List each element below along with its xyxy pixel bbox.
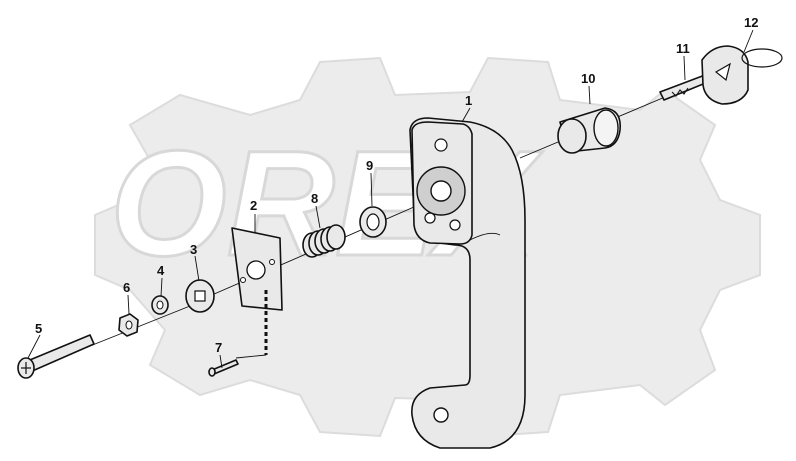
part-3-washer [185, 279, 215, 313]
callout-8: 8 [311, 191, 318, 206]
callout-10: 10 [581, 71, 595, 86]
part-11-key [659, 45, 749, 105]
part-2-latch-plate [231, 227, 283, 359]
watermark-gear [94, 56, 761, 438]
callout-4: 4 [157, 263, 165, 278]
callout-3: 3 [190, 242, 197, 257]
callout-6: 6 [123, 280, 130, 295]
part-7-small-screw [208, 359, 239, 377]
part-4-flat-washer [151, 295, 169, 315]
part-12-key-ring [741, 48, 783, 68]
part-6-nut [118, 313, 139, 337]
callout-9: 9 [366, 158, 373, 173]
callout-leaders [27, 29, 754, 369]
part-5-screw [17, 334, 95, 379]
callout-12: 12 [744, 15, 758, 30]
callout-labels: 1 2 3 4 5 6 7 8 9 10 11 12 [35, 15, 758, 355]
part-10-lock-cylinder [557, 107, 622, 154]
callout-7: 7 [215, 340, 222, 355]
callout-5: 5 [35, 321, 42, 336]
part-9-ring [359, 206, 387, 238]
part-8-spring [302, 224, 346, 258]
callout-2: 2 [250, 198, 257, 213]
part-1-handle [409, 117, 526, 449]
callout-11: 11 [676, 41, 690, 56]
callout-1: 1 [465, 93, 472, 108]
